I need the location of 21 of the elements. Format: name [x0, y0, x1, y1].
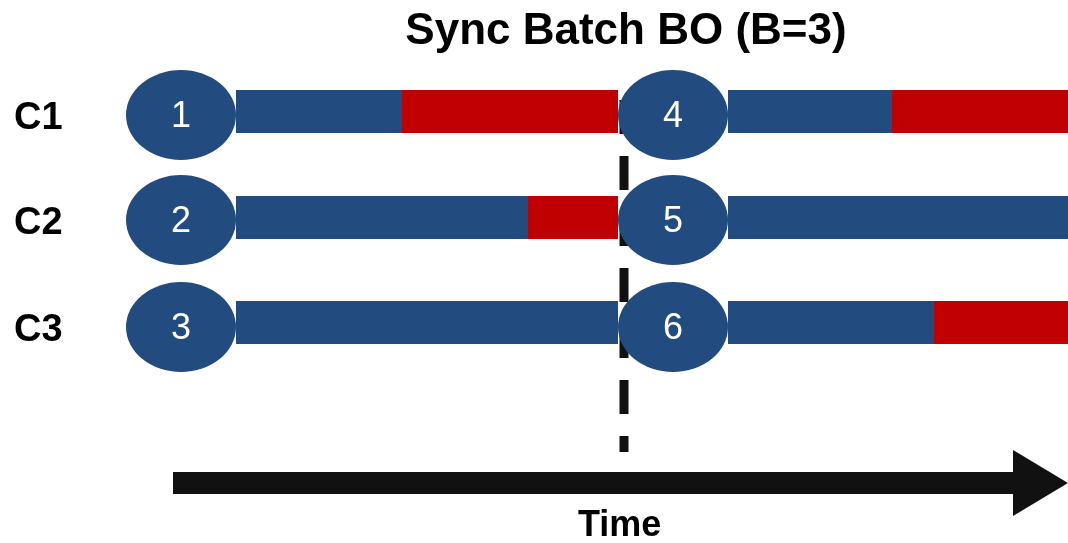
busy-bar — [728, 196, 1068, 239]
busy-bar — [236, 196, 528, 239]
idle-bar — [934, 301, 1068, 344]
idle-bar — [892, 90, 1068, 133]
busy-bar — [728, 301, 934, 344]
idle-bar — [528, 196, 618, 239]
step-number: 1 — [171, 94, 191, 136]
axis-label: Time — [578, 503, 662, 543]
busy-bar — [236, 90, 402, 133]
idle-bar — [402, 90, 618, 133]
step-number: 3 — [171, 306, 191, 348]
row-label: C3 — [14, 307, 63, 350]
step-number: 4 — [663, 94, 683, 136]
row-label: C1 — [14, 95, 63, 138]
busy-bar — [236, 301, 618, 344]
step-number: 2 — [171, 199, 191, 241]
step-number: 5 — [663, 199, 683, 241]
row-label: C2 — [14, 200, 63, 243]
busy-bar — [728, 90, 892, 133]
step-number: 6 — [663, 306, 683, 348]
title: Sync Batch BO (B=3) — [404, 4, 848, 54]
